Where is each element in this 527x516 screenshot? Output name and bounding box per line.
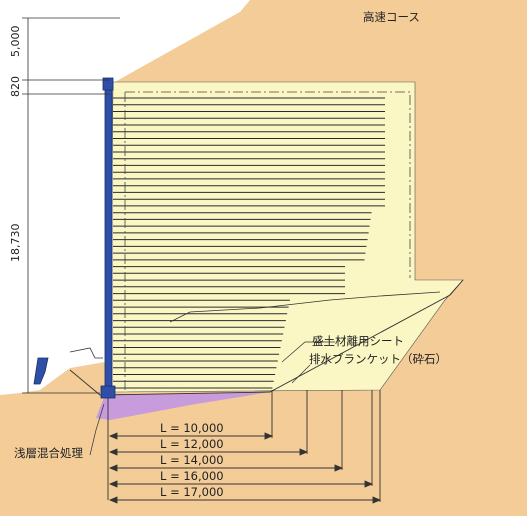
length-label: L = 10,000 bbox=[160, 421, 224, 435]
length-arrow bbox=[108, 390, 309, 456]
foundation-line bbox=[69, 279, 464, 396]
dim-top: 5,000 bbox=[9, 26, 22, 58]
shallow-mixing-zone bbox=[96, 392, 270, 420]
shallow-label: 浅層混合処理 bbox=[14, 446, 83, 460]
vertical-dimensions bbox=[22, 17, 120, 394]
fill-boundary bbox=[125, 91, 411, 278]
length-arrow bbox=[108, 390, 344, 472]
leader-drain bbox=[291, 364, 311, 384]
length-arrows bbox=[107, 390, 382, 504]
length-label: L = 12,000 bbox=[160, 437, 224, 451]
length-arrow bbox=[108, 390, 374, 488]
length-label: L = 14,000 bbox=[160, 453, 224, 467]
title: 高速コース bbox=[363, 10, 420, 24]
leader-sheet bbox=[281, 341, 335, 363]
wall-cap bbox=[102, 77, 114, 91]
length-label: L = 16,000 bbox=[160, 469, 224, 483]
length-arrow bbox=[108, 390, 382, 504]
wall-facing bbox=[104, 79, 113, 397]
drain-label: 排水ブランケット（砕石） bbox=[309, 352, 447, 366]
wall-footing bbox=[100, 385, 116, 399]
length-arrow bbox=[108, 390, 274, 440]
reinforcement-strips bbox=[113, 97, 385, 389]
dim-mid: 820 bbox=[9, 76, 22, 97]
sheet-label: 盛土材離用シート bbox=[312, 334, 404, 348]
reinforced-fill bbox=[109, 81, 464, 393]
toe-drain bbox=[33, 357, 49, 385]
toe-channel bbox=[69, 347, 103, 359]
length-label: L = 17,000 bbox=[160, 485, 224, 499]
sheet-line bbox=[169, 291, 441, 323]
leader-shallow bbox=[89, 403, 105, 456]
dim-wall: 18,730 bbox=[9, 224, 22, 263]
